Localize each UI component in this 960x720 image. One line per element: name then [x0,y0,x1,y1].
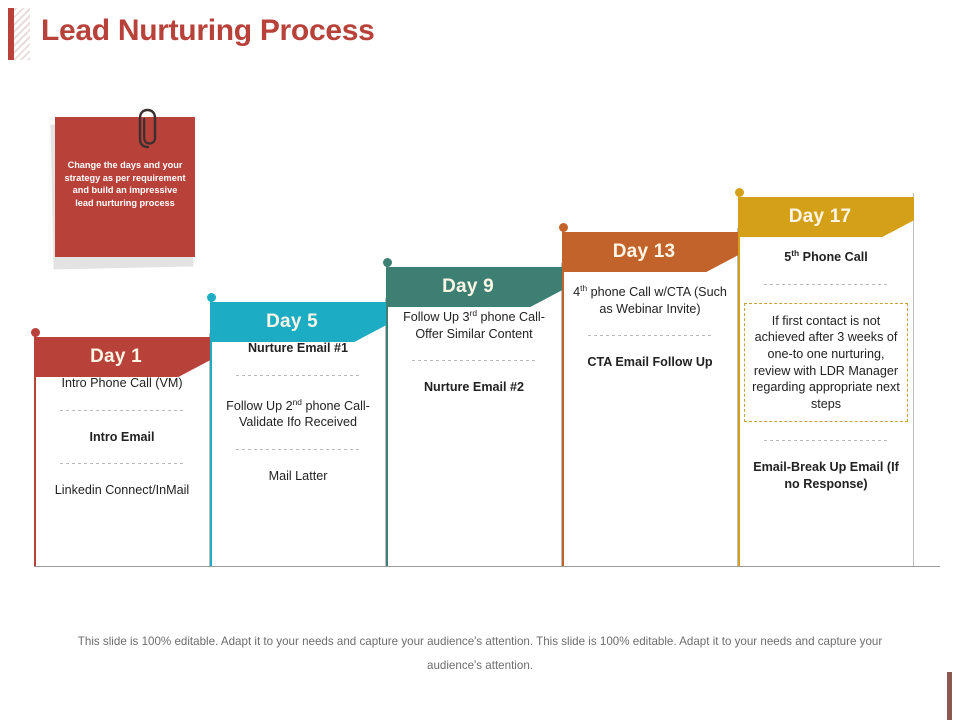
column-divider [209,333,210,566]
column-item: 5th Phone Call [784,248,868,265]
item-separator [60,463,184,465]
timeline-column-day-17[interactable]: Day 17 5th Phone Call If first contact is … [734,188,914,566]
sticky-note-text: Change the days and your strategy as per… [64,160,186,208]
column-item: 4th phone Call w/CTA (Such as Webinar In… [573,283,727,316]
column-accent-rule [34,333,36,566]
day-banner[interactable]: Day 5 [210,302,386,342]
day-banner-label: Day 9 [442,276,494,297]
sticky-note: Change the days and your strategy as per… [50,108,195,270]
column-items: 5th Phone Call If first contact is not ac… [738,245,914,493]
column-item: Email-Break Up Email (If no Response) [753,460,899,491]
column-item: Mail Latter [268,468,328,483]
column-accent-rule [562,228,564,566]
column-item: Intro Phone Call (VM) [61,376,183,390]
column-accent-rule [210,298,212,566]
footer-note: This slide is 100% editable. Adapt it to… [77,635,883,672]
column-divider [385,298,386,566]
item-separator [60,409,184,411]
day-banner[interactable]: Day 1 [34,337,210,377]
item-separator [236,374,360,376]
item-separator [236,448,360,450]
day-banner-label: Day 13 [612,241,676,262]
column-item: Follow Up 2nd phone Call-Validate Ifo Re… [226,396,370,430]
item-separator [764,440,888,442]
column-item: Nurture Email #1 [247,341,349,355]
column-items: Follow Up 3rd phone Call-Offer Similar C… [386,305,562,396]
column-items: 4th phone Call w/CTA (Such as Webinar In… [562,280,738,371]
day-banner-label: Day 1 [90,346,142,367]
day-banner[interactable]: Day 9 [386,267,562,307]
timeline-column-day-5[interactable]: Day 5 Nurture Email #1 Follow Up 2nd phone… [206,293,386,566]
page-title: Lead Nurturing Process [41,14,375,47]
column-divider [561,263,562,566]
timeline-baseline [34,566,940,567]
column-item: Nurture Email #2 [423,380,525,395]
column-marker-dot-icon [382,258,392,267]
column-marker-dot-icon [734,188,744,197]
column-divider [737,228,738,566]
item-separator [588,335,712,337]
column-marker-dot-icon [30,328,40,337]
callout-box: If first contact is not achieved after 3… [744,302,908,423]
day-banner[interactable]: Day 17 [738,197,914,237]
item-separator [412,360,536,362]
paperclip-icon [138,108,157,149]
day-banner[interactable]: Day 13 [562,232,738,272]
column-item: Linkedin Connect/InMail [54,483,190,498]
column-marker-dot-icon [206,293,216,302]
column-divider [913,193,914,566]
column-item: Intro Email [89,429,155,444]
column-items: Nurture Email #1 Follow Up 2nd phone Call… [210,340,386,485]
column-item: Follow Up 3rd phone Call-Offer Similar C… [403,308,545,341]
corner-accent-bar [947,672,952,720]
item-separator [764,283,888,285]
day-banner-label: Day 5 [266,311,318,332]
column-marker-dot-icon [558,223,568,232]
column-accent-rule [738,193,740,566]
header-stripe-icon [8,8,30,60]
column-accent-rule [386,263,388,566]
column-item: CTA Email Follow Up [587,355,713,370]
timeline-column-day-13[interactable]: Day 13 4th phone Call w/CTA (Such as Webi… [558,223,738,566]
sticky-note-body [55,117,195,257]
day-banner-label: Day 17 [788,206,852,227]
timeline-column-day-9[interactable]: Day 9 Follow Up 3rd phone Call-Offer Simi… [382,258,562,566]
